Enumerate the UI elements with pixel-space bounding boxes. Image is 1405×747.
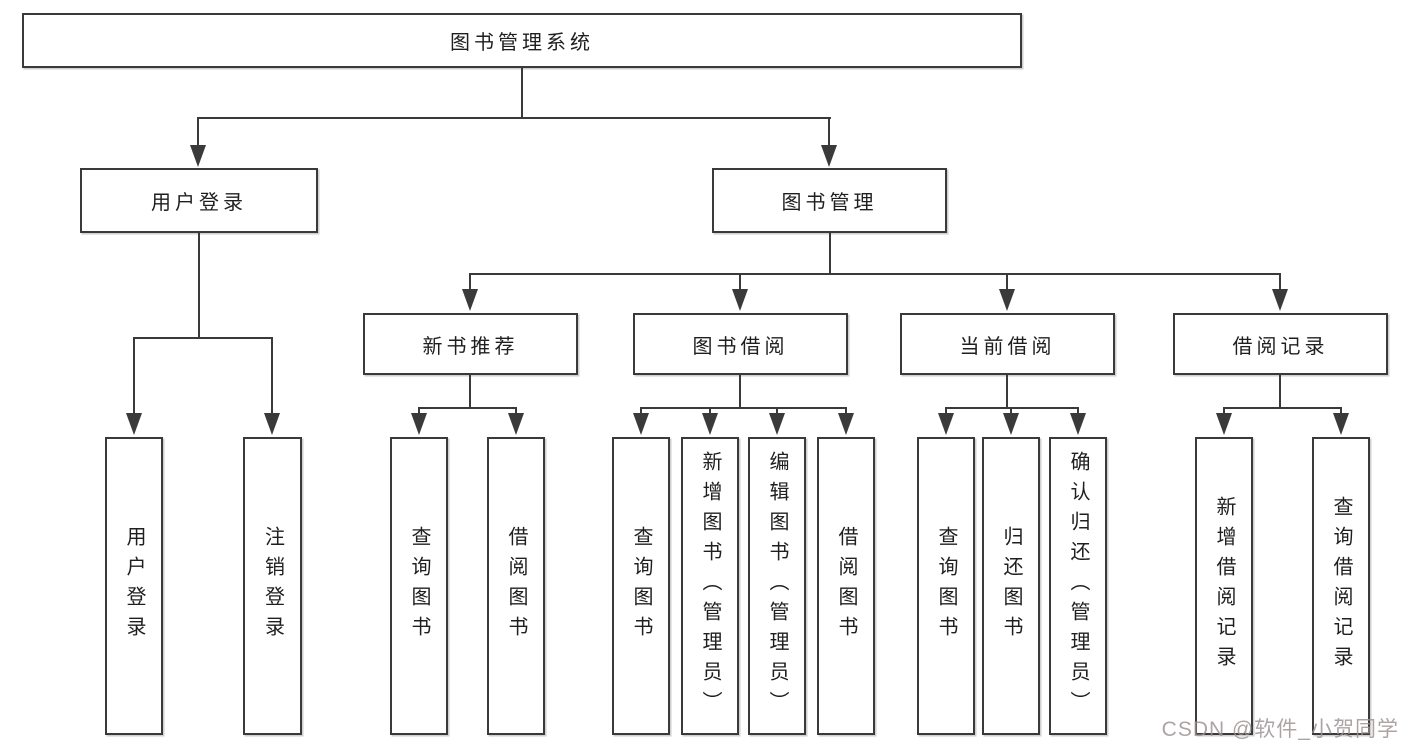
node-borrow-label: 图书借阅 (692, 335, 789, 358)
node-root: 图书管理系统 (22, 13, 1022, 68)
node-records: 借阅记录 (1173, 313, 1388, 375)
leaf-current-query-label: 查询图书 (935, 526, 957, 646)
connector-records-stem (1279, 375, 1281, 409)
leaf-user-logout-label: 注销登录 (261, 526, 284, 646)
leaf-current-return-label: 归还图书 (1000, 526, 1022, 646)
leaf-user-login: 用户登录 (105, 437, 163, 735)
leaf-borrow-borrow-label: 借阅图书 (835, 526, 857, 646)
leaf-current-confirm: 确认归还（管理员） (1049, 437, 1107, 735)
connector-borrow-rail (640, 407, 846, 409)
connector-new-book-stem (469, 375, 471, 409)
csdn-watermark: CSDN @软件_小贺同学 (1161, 718, 1399, 741)
leaf-records-add-label: 新增借阅记录 (1213, 496, 1235, 676)
leaf-borrow-edit: 编辑图书（管理员） (748, 437, 806, 735)
connector-root-rail (198, 117, 831, 119)
connector-book-mgmt-rail (470, 273, 1281, 275)
leaf-records-query: 查询借阅记录 (1312, 437, 1370, 735)
arrow-new-book-leaf-1 (418, 407, 420, 413)
node-book-mgmt-label: 图书管理 (781, 192, 878, 214)
arrow-borrow-leaf-2 (709, 407, 711, 413)
arrow-borrow-leaf-4 (845, 407, 847, 413)
arrow-to-logout-leaf (271, 337, 273, 413)
leaf-borrow-borrow: 借阅图书 (817, 437, 875, 735)
leaf-user-login-label: 用户登录 (123, 526, 145, 646)
leaf-borrow-add: 新增图书（管理员） (681, 437, 739, 735)
arrow-current-leaf-3 (1077, 407, 1079, 413)
arrow-current-leaf-2 (1010, 407, 1012, 413)
node-book-mgmt: 图书管理 (712, 168, 947, 233)
connector-user-login-rail (133, 337, 273, 339)
leaf-newbook-query-label: 查询图书 (408, 526, 430, 646)
arrow-to-book-mgmt (828, 117, 830, 145)
connector-root-stem (521, 68, 523, 119)
arrow-records-leaf-1 (1223, 407, 1225, 413)
node-borrow: 图书借阅 (633, 313, 848, 375)
node-current-label: 当前借阅 (959, 335, 1056, 358)
leaf-borrow-add-label: 新增图书（管理员） (699, 451, 721, 721)
leaf-borrow-edit-label: 编辑图书（管理员） (766, 451, 788, 721)
arrow-records-leaf-2 (1340, 407, 1342, 413)
leaf-user-logout: 注销登录 (243, 437, 302, 735)
node-new-book: 新书推荐 (363, 313, 578, 375)
arrow-current-leaf-1 (945, 407, 947, 413)
leaf-borrow-query-label: 查询图书 (630, 526, 652, 646)
node-current: 当前借阅 (900, 313, 1115, 375)
node-user-login: 用户登录 (80, 168, 318, 233)
arrow-to-borrow (739, 273, 741, 289)
arrow-new-book-leaf-2 (515, 407, 517, 413)
leaf-borrow-query: 查询图书 (612, 437, 670, 735)
connector-records-rail (1223, 407, 1342, 409)
node-new-book-label: 新书推荐 (422, 335, 519, 358)
node-root-label: 图书管理系统 (450, 32, 594, 54)
leaf-records-query-label: 查询借阅记录 (1330, 496, 1352, 676)
node-records-label: 借阅记录 (1232, 335, 1329, 358)
arrow-to-login-leaf (133, 337, 135, 413)
leaf-current-confirm-label: 确认归还（管理员） (1067, 451, 1089, 721)
leaf-newbook-borrow: 借阅图书 (487, 437, 545, 735)
node-user-login-label: 用户登录 (151, 192, 247, 214)
connector-book-mgmt-stem (829, 233, 831, 275)
arrow-borrow-leaf-3 (776, 407, 778, 413)
connector-current-stem (1006, 375, 1008, 409)
leaf-newbook-borrow-label: 借阅图书 (505, 526, 527, 646)
leaf-current-return: 归还图书 (982, 437, 1040, 735)
leaf-current-query: 查询图书 (917, 437, 975, 735)
connector-new-book-rail (418, 407, 517, 409)
arrow-borrow-leaf-1 (640, 407, 642, 413)
arrow-to-user-login (197, 117, 199, 145)
arrow-to-current (1006, 273, 1008, 289)
connector-user-login-stem (198, 233, 200, 339)
connector-borrow-stem (739, 375, 741, 409)
arrow-to-new-book (469, 273, 471, 289)
leaf-records-add: 新增借阅记录 (1195, 437, 1253, 735)
arrow-to-records (1279, 273, 1281, 289)
leaf-newbook-query: 查询图书 (390, 437, 448, 735)
